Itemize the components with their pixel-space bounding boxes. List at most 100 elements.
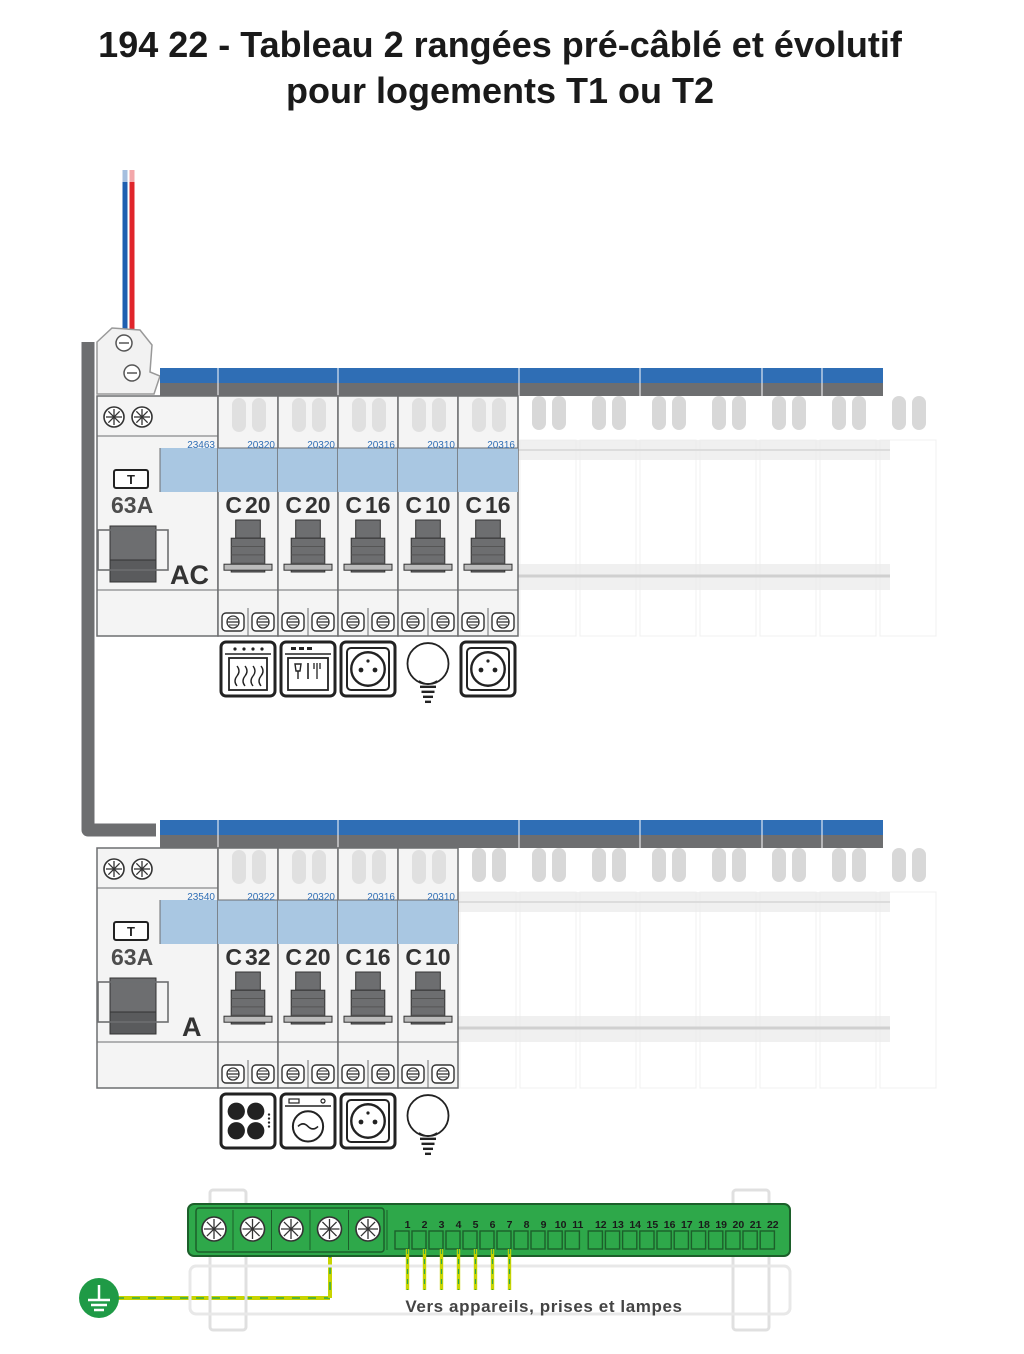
breaker-curve: C <box>285 944 302 970</box>
main-breaker-class: AC <box>170 560 209 590</box>
main-breaker-rating: 63A <box>111 944 153 970</box>
breaker-curve: C <box>345 492 362 518</box>
terminal-number: 14 <box>629 1219 641 1231</box>
breaker-ref: 20316 <box>367 440 395 451</box>
main-breaker-screw <box>131 858 153 880</box>
terminal-cell <box>690 1230 707 1250</box>
output-terminal <box>281 1064 305 1084</box>
terminal-cell <box>742 1230 758 1250</box>
breaker-amps: 20 <box>245 492 271 518</box>
main-breaker-ref: 23463 <box>187 440 215 451</box>
rail-blue-strip <box>160 820 883 835</box>
terminal-cell <box>621 1230 638 1250</box>
terminal-number: 22 <box>767 1219 779 1231</box>
breaker-curve: C <box>405 944 422 970</box>
terminal-cell <box>411 1230 427 1250</box>
breaker-window <box>458 448 518 492</box>
terminal-cell <box>656 1230 672 1250</box>
terminal-caption: Vers appareils, prises et lampes <box>405 1297 682 1316</box>
terminal-number: 3 <box>439 1219 445 1231</box>
empty-slot <box>639 848 697 1089</box>
terminal-cell <box>496 1230 512 1250</box>
breaker-window <box>338 900 398 944</box>
output-terminal <box>431 1064 455 1084</box>
row-link-cable <box>81 342 156 837</box>
washing-machine-icon <box>279 1092 337 1150</box>
output-terminal <box>371 1064 395 1084</box>
breaker-curve: C <box>225 492 242 518</box>
terminal-number: 8 <box>524 1219 530 1231</box>
empty-slot <box>819 848 877 1089</box>
cooktop-icon <box>219 1092 277 1150</box>
output-terminal <box>401 1064 425 1084</box>
supply-screw-2 <box>123 364 141 382</box>
breaker-lever <box>403 519 453 573</box>
breaker-ref: 20310 <box>427 440 455 451</box>
empty-slot <box>759 396 817 637</box>
empty-slot <box>519 848 577 1089</box>
empty-slot <box>759 848 817 1089</box>
empty-slot <box>819 396 877 637</box>
terminal-number: 20 <box>733 1219 745 1231</box>
breaker-window <box>398 448 458 492</box>
rail-grey-strip <box>160 835 883 848</box>
main-breaker-screw <box>131 406 153 428</box>
earth-icon <box>79 1278 119 1318</box>
output-terminal <box>341 1064 365 1084</box>
breaker-window <box>338 448 398 492</box>
socket-icon <box>459 640 517 698</box>
output-terminal <box>251 612 275 632</box>
empty-slot <box>699 396 757 637</box>
breaker-amps: 20 <box>305 944 331 970</box>
breaker-ref: 20316 <box>367 892 395 903</box>
terminal-number: 16 <box>664 1219 676 1231</box>
lightbulb-icon <box>406 1094 450 1156</box>
terminal-cell <box>587 1230 604 1250</box>
output-terminal <box>371 612 395 632</box>
earth-terminal-screw <box>239 1216 266 1242</box>
empty-slot <box>699 848 757 1089</box>
empty-slot <box>579 848 637 1089</box>
main-breaker-rating: 63A <box>111 492 153 518</box>
breaker-ref: 20320 <box>247 440 275 451</box>
breaker-curve: C <box>285 492 302 518</box>
breaker-window <box>278 448 338 492</box>
output-terminal <box>431 612 455 632</box>
socket-icon <box>339 640 397 698</box>
breaker-curve: C <box>225 944 242 970</box>
main-breaker-screw <box>103 858 125 880</box>
test-button-label: T <box>127 472 135 487</box>
terminal-cell <box>530 1230 546 1250</box>
rail-grey-strip <box>160 383 883 396</box>
breaker-ref: 20316 <box>487 440 515 451</box>
page-title: 194 22 - Tableau 2 rangées pré-câblé et … <box>0 22 1000 114</box>
terminal-number: 1 <box>405 1219 411 1231</box>
rail-blue-strip <box>160 368 883 383</box>
terminal-cell <box>445 1230 461 1250</box>
breaker-amps: 20 <box>305 492 331 518</box>
breaker-window <box>278 900 338 944</box>
breaker-amps: 32 <box>245 944 271 970</box>
empty-slot <box>879 396 937 637</box>
empty-slot <box>459 848 517 1089</box>
breaker-amps: 16 <box>365 492 391 518</box>
terminal-number: 4 <box>456 1219 462 1231</box>
output-terminal <box>281 612 305 632</box>
terminal-number: 18 <box>698 1219 710 1231</box>
breaker-lever <box>343 971 393 1025</box>
main-breaker-window <box>160 448 218 492</box>
breaker-ref: 20320 <box>307 892 335 903</box>
empty-slot <box>879 848 937 1089</box>
breaker-amps: 16 <box>485 492 511 518</box>
